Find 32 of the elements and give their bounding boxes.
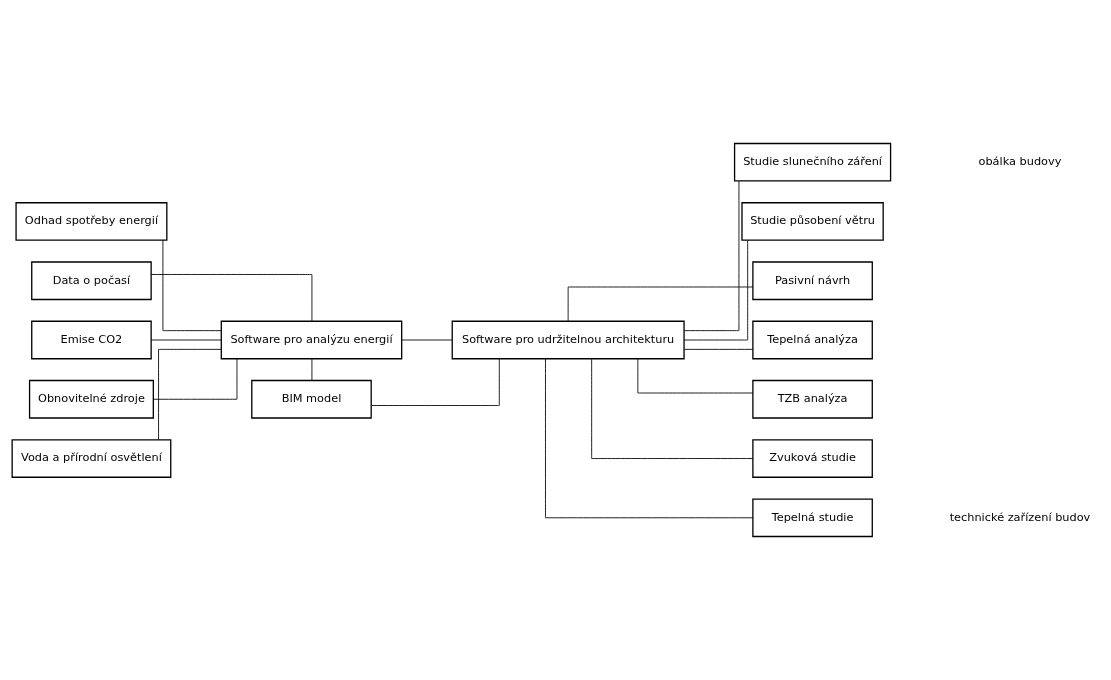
connector [683, 239, 749, 341]
connector [311, 358, 313, 381]
node-box: Obnovitelné zdroje [28, 379, 154, 419]
connector [683, 180, 740, 332]
connector [545, 358, 754, 519]
node-box: BIM model [251, 379, 372, 419]
node-box: Software pro udržitelnou architekturu [451, 320, 685, 360]
node-box: Data o počasí [31, 261, 152, 301]
connector [371, 358, 500, 406]
connector [567, 286, 754, 322]
connector [150, 339, 222, 341]
node-box: Pasivní návrh [752, 261, 873, 301]
node-box: Studie slunečního záření [733, 142, 892, 182]
connector [153, 358, 238, 400]
connector [637, 358, 754, 394]
connector [150, 274, 313, 322]
node-box: Emise CO2 [31, 320, 152, 360]
node-box: TZB analýza [752, 379, 873, 419]
connector [591, 358, 754, 459]
node-box: Studie působení větru [741, 202, 884, 241]
node-box: Zvuková studie [752, 439, 873, 478]
node-box: Odhad spotřeby energií [15, 202, 168, 241]
label: obálka budovy [978, 154, 1062, 169]
connector [162, 239, 222, 332]
connector [401, 339, 453, 341]
node-box: Software pro analýzu energií [220, 320, 403, 360]
label: technické zařízení budov [949, 509, 1091, 524]
node-box: Tepelná studie [752, 498, 873, 538]
node-box: Voda a přírodní osvětlení [11, 439, 172, 478]
connector [683, 348, 754, 350]
connector [158, 348, 222, 441]
node-box: Tepelná analýza [752, 320, 873, 360]
